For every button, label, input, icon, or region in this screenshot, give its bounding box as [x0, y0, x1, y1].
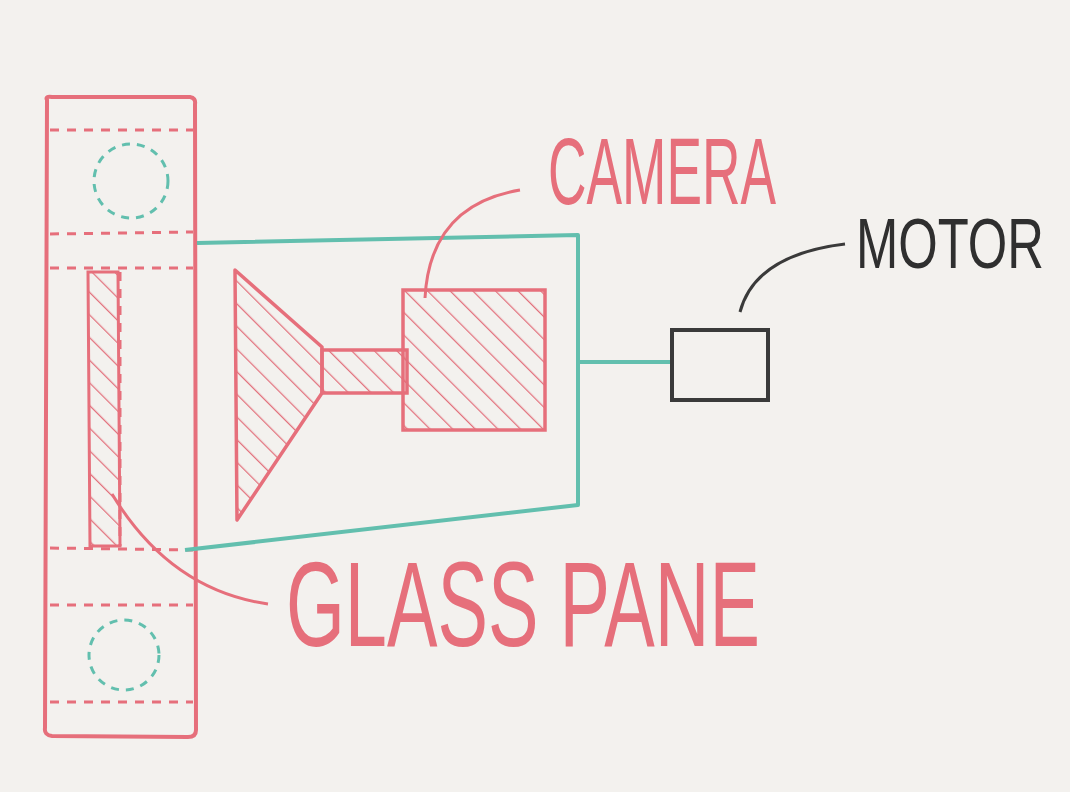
drive-shaft	[578, 360, 672, 364]
glass-pane	[88, 272, 120, 546]
divider	[50, 548, 193, 550]
part-label: CAMERA	[548, 124, 776, 219]
wheels	[89, 144, 168, 690]
divider	[50, 232, 193, 234]
frame-outline	[45, 97, 196, 737]
part-label: GLASS PANE	[286, 544, 760, 664]
divider	[50, 129, 193, 132]
divider	[50, 267, 193, 270]
lens-barrel	[322, 350, 407, 393]
wheel	[89, 620, 159, 690]
divider	[50, 701, 193, 704]
frame	[45, 97, 196, 737]
leader-line	[425, 190, 520, 298]
carriage-frame	[185, 235, 578, 550]
camera-lens	[235, 270, 322, 520]
camera-body	[403, 290, 545, 430]
leader-line	[112, 494, 268, 604]
divider	[50, 604, 193, 607]
leader-line	[740, 244, 845, 312]
wheel	[94, 144, 168, 218]
motor-box	[672, 330, 768, 400]
frame-dividers	[50, 130, 193, 702]
part-label: MOTOR	[856, 210, 1044, 280]
